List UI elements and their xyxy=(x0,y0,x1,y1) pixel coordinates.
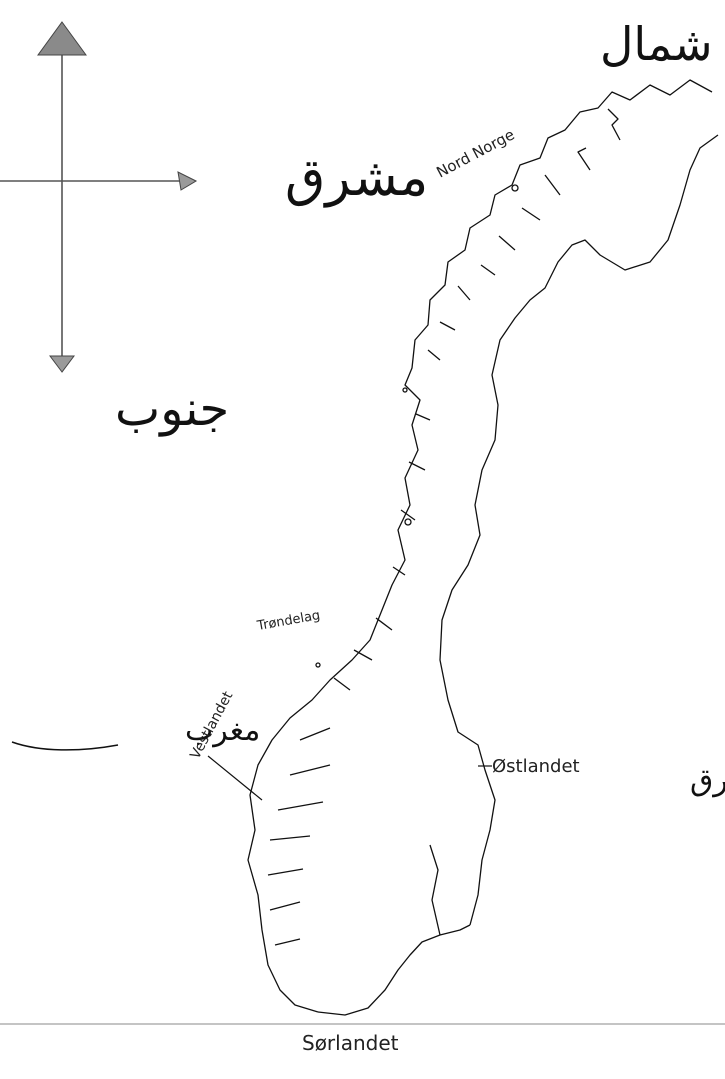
coastline-west xyxy=(247,79,713,1013)
label-south-urdu: جنوب xyxy=(115,381,229,437)
label-sorlandet: Sørlandet xyxy=(302,1031,399,1055)
eastern-border xyxy=(439,134,719,926)
oslofjord xyxy=(429,844,441,936)
island xyxy=(315,662,321,668)
island xyxy=(404,518,412,526)
fjord-detail-north xyxy=(427,108,621,361)
north-arrow-icon xyxy=(37,21,87,56)
label-east-urdu: مشرق xyxy=(285,148,428,208)
label-nord-norge: Nord Norge xyxy=(433,125,517,181)
island xyxy=(511,184,519,192)
west-label-stroke xyxy=(11,741,119,751)
fjord-detail-west xyxy=(267,727,331,946)
label-east-urdu-2: مشرق xyxy=(690,763,725,798)
label-trondelag: Trøndelag xyxy=(255,608,321,634)
coastline-south xyxy=(317,924,471,1016)
island xyxy=(402,387,408,393)
compass-rose xyxy=(0,21,198,373)
vestlandet-leader-line xyxy=(207,755,263,801)
label-north-urdu: شمال xyxy=(600,17,713,71)
south-arrow-icon xyxy=(49,355,75,373)
fjord-detail-mid xyxy=(333,413,431,691)
label-west-urdu: مغرب xyxy=(185,713,260,748)
norway-outline xyxy=(247,79,719,1016)
east-arrow-icon xyxy=(177,171,198,191)
label-ostlandet: Østlandet xyxy=(492,756,580,777)
